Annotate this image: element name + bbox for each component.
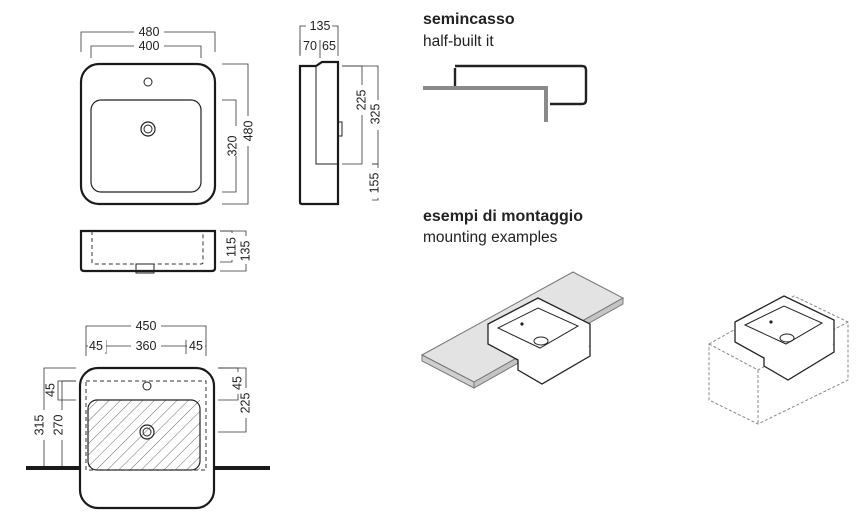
dim-overall-depth: 480: [241, 121, 255, 142]
mounting-section: esempi di montaggio mounting examples: [420, 208, 849, 425]
dim-front-height: 135: [238, 241, 252, 262]
cutout-view: 450 45 360 45 45 225 45 270 315: [26, 319, 270, 510]
side-view: 135 70 65 225 325 155: [298, 19, 383, 206]
dim-inner-width: 360: [136, 339, 157, 353]
cabinet-taphole: [769, 320, 773, 324]
front-bowl-hidden: [91, 231, 204, 265]
dim-lower-height: 155: [367, 173, 381, 194]
mounting-title: esempi di montaggio: [423, 208, 583, 225]
dim-bowl-depth: 320: [225, 136, 239, 157]
cutout-basin-outline: [78, 366, 216, 510]
dim-left-top: 45: [43, 383, 57, 397]
dim-left-inner: 270: [51, 415, 65, 436]
basin-outline: [79, 62, 217, 206]
half-built-in-section: semincasso half-built it: [423, 11, 588, 122]
bowl-outline: [90, 99, 202, 193]
dim-left-margin: 45: [89, 339, 103, 353]
drain-outer: [140, 121, 156, 137]
side-outline: [298, 60, 340, 206]
drain-inner: [143, 124, 153, 134]
front-view: 115 135: [79, 229, 253, 274]
countertop-bowl: [496, 307, 580, 349]
dim-line-l45: [57, 380, 76, 401]
half-built-in-title: semincasso: [423, 11, 515, 28]
side-bowl-line: [315, 66, 338, 165]
front-drain: [135, 263, 155, 274]
cabinet-drain: [779, 333, 795, 343]
countertop-basin-below: [517, 346, 591, 385]
dim-top-margin: 45: [230, 376, 244, 390]
dim-part-b: 65: [322, 39, 336, 53]
cutout-line: [85, 380, 207, 471]
cabinet-bowl: [743, 305, 824, 345]
dim-bowl-width: 400: [139, 39, 160, 53]
cutout-bowl: [87, 399, 201, 471]
dim-overall-width: 480: [139, 25, 160, 39]
mounting-subtitle: mounting examples: [423, 229, 558, 246]
hb-basin: [455, 64, 588, 106]
tap-hole: [143, 77, 153, 87]
mounting-example-cabinet: [708, 295, 849, 425]
top-view: 480 400 320 480: [79, 25, 255, 206]
dim-right-margin: 45: [189, 339, 203, 353]
countertop-drain: [533, 336, 549, 346]
countertop-taphole: [520, 322, 524, 326]
half-built-in-subtitle: half-built it: [423, 33, 494, 50]
dim-cutout-width: 450: [136, 319, 157, 333]
dim-bowl-height: 115: [224, 237, 238, 257]
dim-part-a: 70: [303, 39, 317, 53]
cutout-tap-hole: [142, 381, 152, 391]
hb-counter: [423, 86, 548, 122]
side-overflow: [337, 121, 343, 137]
dim-upper-height: 225: [354, 90, 368, 111]
mounting-example-countertop: [420, 271, 625, 389]
cabinet-basin-below: [763, 344, 835, 381]
dim-cutout-depth: 225: [238, 393, 252, 414]
dim-side-depth: 135: [310, 19, 331, 33]
front-outline: [79, 229, 217, 273]
dim-left-total: 315: [32, 415, 46, 436]
cutout-drain-inner: [142, 427, 152, 437]
cutout-drain-outer: [139, 424, 155, 440]
dim-total-height: 325: [368, 104, 382, 125]
